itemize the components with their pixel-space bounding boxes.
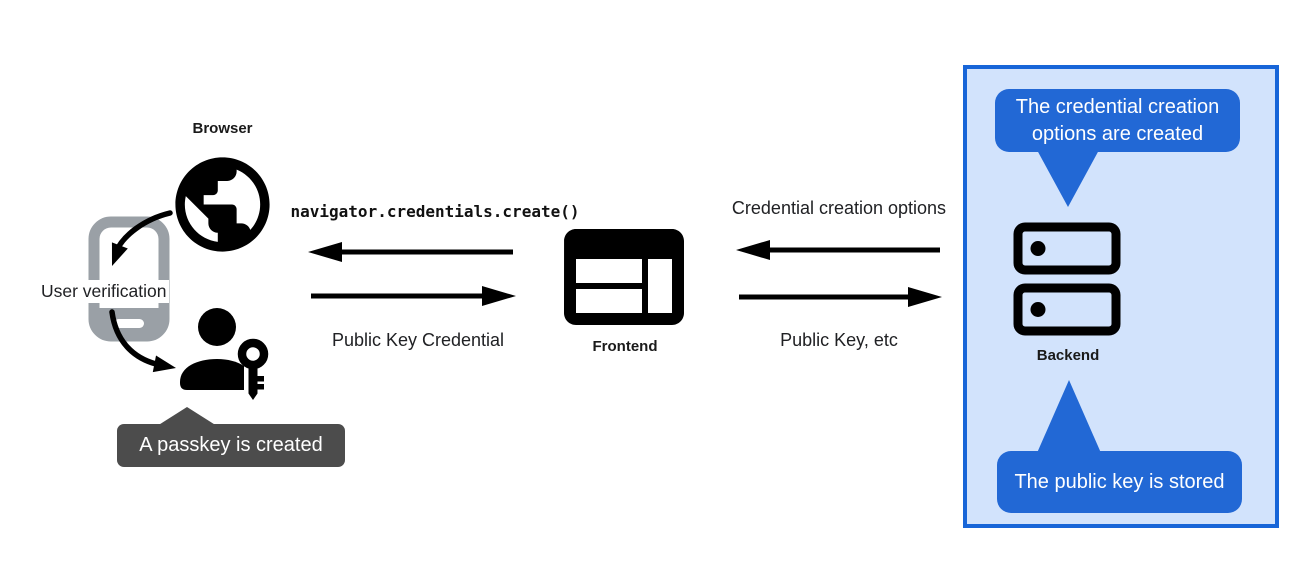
- frontend-window-icon: [564, 229, 684, 325]
- public-key-arrow: [739, 287, 942, 307]
- globe-to-phone-arrow: [109, 210, 176, 373]
- passkey-tooltip-tail: [157, 407, 217, 426]
- frontend-label: Frontend: [592, 338, 658, 355]
- public-key-credential-label: Public Key Credential: [331, 330, 505, 350]
- credential-options-arrow: [736, 240, 940, 260]
- globe-icon: [175, 157, 270, 252]
- credential-options-tooltip-tail: [1037, 150, 1099, 207]
- backend-label: Backend: [1036, 347, 1100, 364]
- credentials-create-arrow: [308, 242, 513, 262]
- user-verification-label: User verification: [38, 280, 170, 303]
- person-key-icon: [180, 308, 269, 400]
- public-key-stored-tooltip: The public key is stored: [997, 451, 1242, 513]
- public-key-etc-label: Public Key, etc: [780, 330, 898, 350]
- passkey-tooltip: A passkey is created: [117, 424, 345, 467]
- credential-options-tooltip: The credential creation options are crea…: [995, 89, 1240, 152]
- phone-to-person-arrow: [109, 309, 159, 367]
- backend-server-icon: [1013, 222, 1121, 336]
- credentials-create-code-label: navigator.credentials.create(): [290, 202, 580, 221]
- browser-label: Browser: [192, 120, 253, 137]
- public-key-stored-tooltip-tail: [1037, 380, 1101, 453]
- phone-icon: [88, 216, 170, 342]
- public-key-credential-arrow: [311, 286, 516, 306]
- credential-creation-options-label: Credential creation options: [731, 198, 947, 218]
